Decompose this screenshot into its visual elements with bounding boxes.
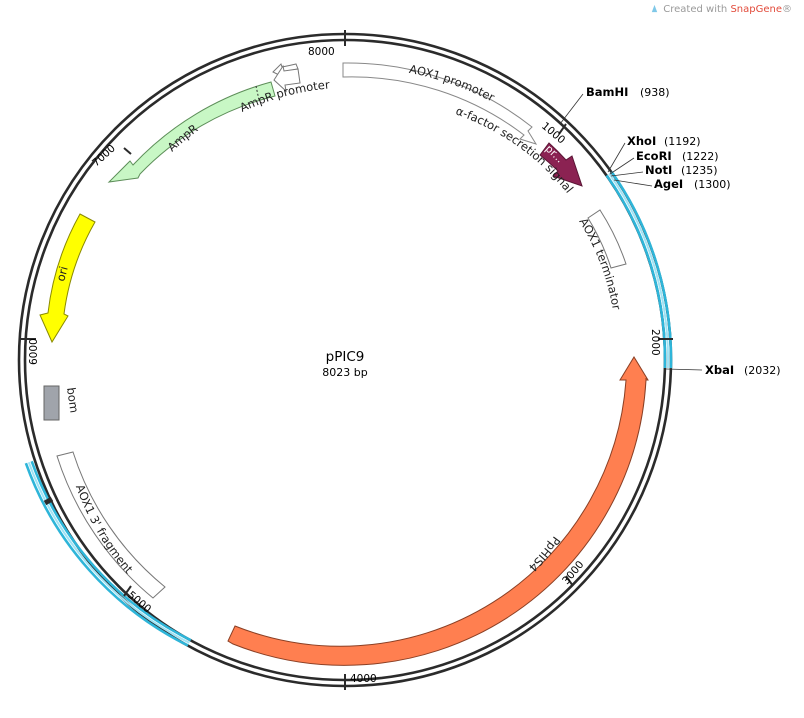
tick-marks: [21, 30, 673, 690]
site-bamhi[interactable]: BamHI (938): [559, 85, 670, 125]
tick-label-2000: 2000: [649, 329, 661, 356]
site-xhoi-name: XhoI: [627, 134, 656, 148]
aox1-3-region: [24, 460, 192, 647]
site-xhoi-pos: (1192): [664, 135, 701, 148]
site-xbai-name: XbaI: [705, 363, 734, 377]
restriction-sites: BamHI (938) XhoI (1192) EcoRI (1222) Not…: [559, 85, 781, 377]
credit-mark: ®: [782, 4, 792, 15]
site-noti-name: NotI: [645, 163, 672, 177]
tick-label-6000: 6000: [28, 338, 40, 365]
tick-label-8000: 8000: [308, 46, 335, 58]
site-xbai[interactable]: XbaI (2032): [665, 363, 781, 377]
tick-label-7000: 7000: [90, 142, 118, 169]
credit-prefix: Created with: [663, 4, 731, 15]
ori-label: ori: [53, 265, 70, 283]
site-agei-name: AgeI: [654, 177, 683, 191]
feature-aox1-terminator[interactable]: AOX1 terminator: [576, 209, 627, 311]
site-agei[interactable]: AgeI (1300): [613, 177, 731, 191]
plasmid-size: 8023 bp: [322, 366, 367, 379]
site-agei-pos: (1300): [694, 178, 731, 191]
site-xbai-pos: (2032): [744, 364, 781, 377]
site-ecori-pos: (1222): [682, 150, 719, 163]
feature-pphis4[interactable]: PpHIS4: [227, 356, 649, 666]
bom-label: bom: [64, 386, 81, 413]
site-xhoi[interactable]: XhoI (1192): [607, 134, 701, 173]
site-bamhi-pos: (938): [640, 86, 670, 99]
credit-brand: SnapGene: [730, 4, 782, 15]
site-ecori[interactable]: EcoRI (1222): [609, 149, 719, 175]
snapgene-credit: Created with SnapGene®: [650, 4, 792, 15]
site-ecori-name: EcoRI: [636, 149, 672, 163]
snapgene-logo-icon: [652, 4, 658, 13]
feature-bom[interactable]: bom: [43, 385, 81, 421]
tick-label-4000: 4000: [350, 673, 377, 685]
feature-aox1-3-fragment[interactable]: AOX1 3' fragment: [56, 451, 166, 599]
plasmid-name: pPIC9: [326, 349, 365, 365]
site-noti[interactable]: NotI (1235): [610, 163, 718, 177]
feature-ori[interactable]: ori: [39, 213, 96, 344]
site-bamhi-name: BamHI: [586, 85, 628, 99]
site-noti-pos: (1235): [681, 164, 718, 177]
aox1-5-region: [605, 171, 673, 369]
